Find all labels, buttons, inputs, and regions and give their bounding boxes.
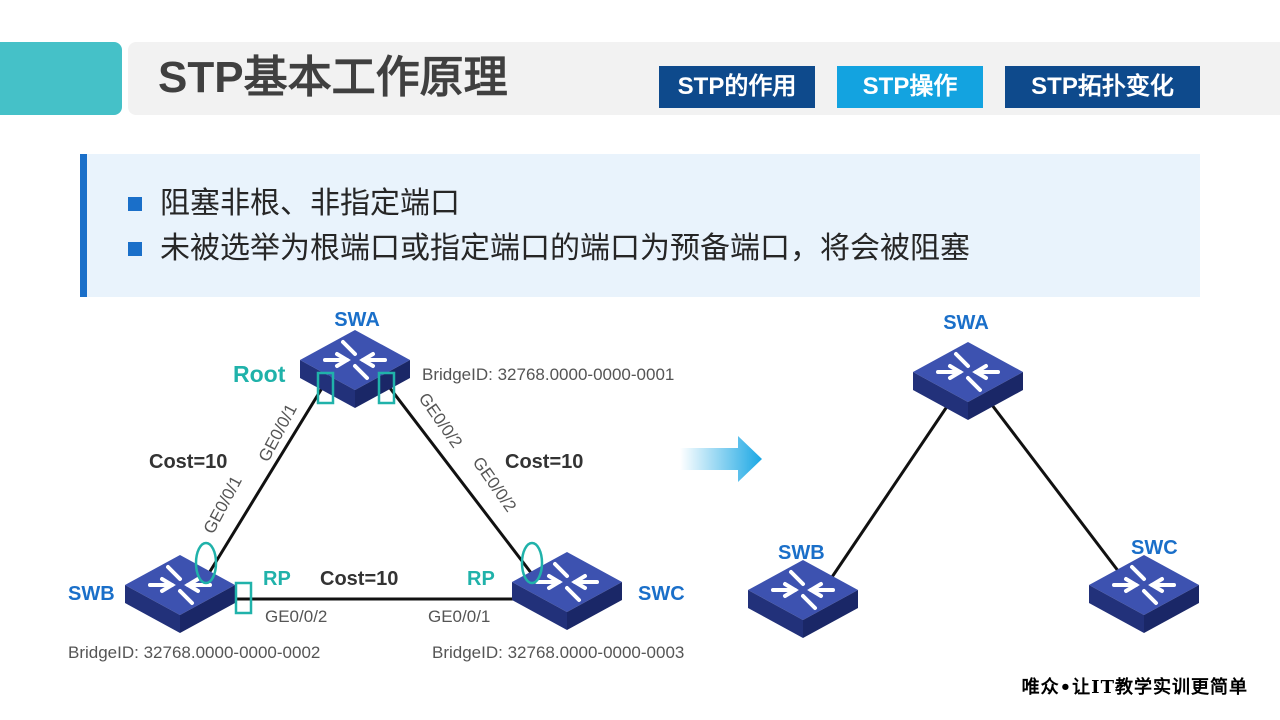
- bullet-text-2: 未被选举为根端口或指定端口的端口为预备端口，将会被阻塞: [160, 232, 970, 265]
- port-marker-swc-ge002: [520, 541, 544, 585]
- tab-stp-operation[interactable]: STP操作: [837, 66, 983, 108]
- right-swa-label: SWA: [943, 312, 989, 334]
- right-switch-swb-icon: [746, 558, 860, 640]
- page-title: STP基本工作原理: [158, 53, 508, 102]
- port-marker-swb-ge002: [234, 581, 253, 615]
- swb-port-ge001: GE0/0/1: [200, 473, 246, 537]
- cost-bc-label: Cost=10: [320, 568, 398, 590]
- right-link-swa-swc: [990, 404, 1127, 581]
- right-swc-label: SWC: [1131, 537, 1178, 559]
- right-switch-swc-icon: [1087, 553, 1201, 635]
- port-marker-swa-ge001: [316, 371, 335, 405]
- info-box: [80, 154, 1200, 297]
- tab-stp-topology-change[interactable]: STP拓扑变化: [1005, 66, 1200, 108]
- switch-swc-icon: [510, 550, 624, 632]
- link-swa-swb: [204, 374, 332, 579]
- switch-swb-icon: [123, 553, 237, 635]
- port-marker-swa-ge002: [377, 371, 396, 405]
- cost-ac-label: Cost=10: [505, 451, 583, 473]
- swb-port-ge002: GE0/0/2: [265, 607, 327, 626]
- link-swa-swc: [378, 374, 537, 579]
- swc-bridge-id: BridgeID: 32768.0000-0000-0003: [432, 643, 684, 662]
- swb-label: SWB: [68, 583, 115, 605]
- swc-label: SWC: [638, 583, 685, 605]
- swc-port-ge001: GE0/0/1: [428, 607, 490, 626]
- cost-ab-label: Cost=10: [149, 451, 227, 473]
- bullet-marker: [128, 242, 142, 256]
- swb-bridge-id: BridgeID: 32768.0000-0000-0002: [68, 643, 320, 662]
- port-marker-swb-ge001: [194, 541, 218, 585]
- right-swb-label: SWB: [778, 542, 825, 564]
- title-accent-bar: [0, 42, 122, 115]
- tab-stp-role[interactable]: STP的作用: [659, 66, 815, 108]
- swa-bridge-id: BridgeID: 32768.0000-0000-0001: [422, 365, 674, 384]
- transition-arrow-icon: [680, 436, 762, 482]
- swc-rp-label: RP: [467, 568, 495, 590]
- swa-label: SWA: [334, 309, 380, 331]
- swa-port-ge002: GE0/0/2: [415, 389, 466, 451]
- right-switch-swa-icon: [911, 340, 1025, 422]
- bullet-text-1: 阻塞非根、非指定端口: [160, 187, 460, 220]
- root-label: Root: [233, 361, 286, 387]
- bullet-marker: [128, 197, 142, 211]
- swb-rp-label: RP: [263, 568, 291, 590]
- right-link-swa-swb: [828, 404, 950, 581]
- footer-slogan: 唯众•让IT教学实训更简单: [1021, 677, 1248, 698]
